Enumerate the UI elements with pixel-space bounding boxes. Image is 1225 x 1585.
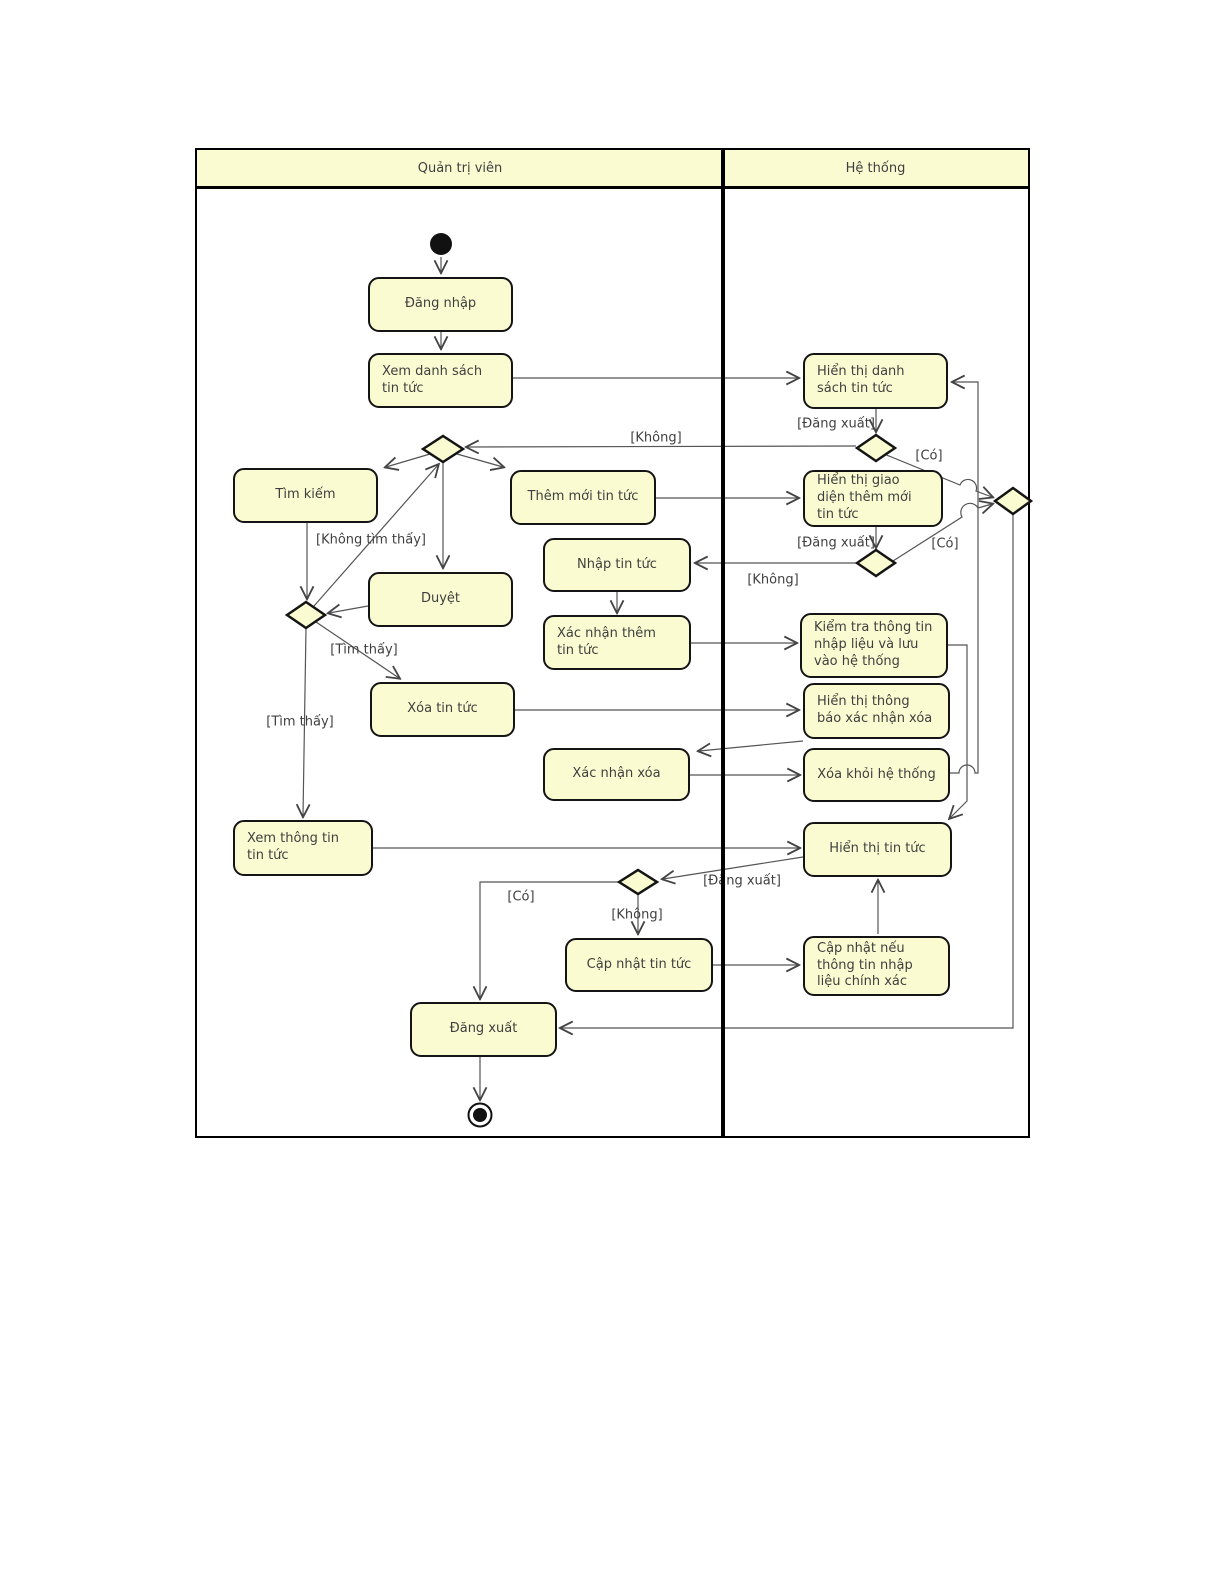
guard-dang-xuat-1: [Đăng xuất] [797,416,875,432]
guard-khong-1: [Không] [630,430,682,446]
decision-main-menu[interactable] [420,434,466,464]
edge-d5-co-to-dangxuat [480,881,619,998]
edge-d4-timthay-to-xoatintuc [315,621,399,678]
activity-label: Đăng xuất [449,1021,518,1037]
activity-label: Hiển thị giao diện thêm mới tin tức [817,473,912,522]
activity-xem-thong-tin[interactable]: Xem thông tin tin tức [233,820,373,876]
guard-co-3: [Có] [507,889,535,905]
activity-kiem-tra[interactable]: Kiểm tra thông tin nhập liệu và lưu vào … [800,613,948,678]
start-node[interactable] [430,233,452,255]
edge-kiemtra-to-hienthitintuc [948,644,968,818]
activity-label: Xác nhận xóa [572,766,661,782]
activity-label: Xóa tin tức [407,701,478,717]
guard-khong-tim-thay: [Không tìm thấy] [316,532,426,548]
swimlane-header: Quản trị viên Hệ thống [195,148,1030,189]
guard-khong-3: [Không] [611,907,663,923]
edge-duyet-to-d4 [329,606,369,613]
activity-duyet[interactable]: Duyệt [368,572,513,627]
activity-label: Tìm kiếm [275,487,336,503]
lane-divider [721,148,725,1138]
activity-nhap-tin-tuc[interactable]: Nhập tin tức [543,538,691,592]
edge-merge-to-dangxuat [561,514,1014,1028]
activity-label: Kiểm tra thông tin nhập liệu và lưu vào … [814,620,933,669]
activity-hien-thi-danh-sach[interactable]: Hiển thị danh sách tin tức [803,353,948,409]
edge-d1-co-to-merge [883,453,992,497]
activity-label: Nhập tin tức [577,556,657,572]
activity-label: Duyệt [420,591,461,607]
guard-khong-2: [Không] [747,572,799,588]
activity-xoa-tin-tuc[interactable]: Xóa tin tức [370,682,515,737]
edge-thongbao-to-xacnhanxoa [699,740,804,751]
decision-after-view[interactable] [616,868,660,896]
edge-d1-khong-to-d2 [467,446,857,447]
activity-cap-nhat[interactable]: Cập nhật tin tức [565,938,713,992]
guard-tim-thay-2: [Tìm thấy] [266,714,334,730]
activity-hien-thi-giao-dien[interactable]: Hiển thị giao diện thêm mới tin tức [803,470,943,527]
activity-label: Hiển thị tin tức [829,841,926,857]
activity-label: Cập nhật tin tức [586,956,692,972]
activity-cap-nhat-neu[interactable]: Cập nhật nếu thông tin nhập liệu chính x… [803,936,950,996]
activity-xac-nhan-them[interactable]: Xác nhận thêm tin tức [543,615,691,670]
edge-d3-co-to-merge [892,503,992,562]
edge-xoakhoi-to-hienthidanhsach [950,382,979,774]
activity-label: Hiển thị danh sách tin tức [817,364,905,396]
edge-d2-to-themmoi [456,453,503,467]
lane-title-system: Hệ thống [845,160,906,176]
guard-dang-xuat-2: [Đăng xuất] [797,535,875,551]
end-node-core [473,1108,487,1122]
activity-hien-thi-tin-tuc[interactable]: Hiển thị tin tức [803,822,952,877]
activity-xem-danh-sach[interactable]: Xem danh sách tin tức [368,353,513,408]
activity-label: Xác nhận thêm tin tức [557,625,656,658]
guard-dang-xuat-3: [Đăng xuất] [703,873,781,889]
activity-label: Cập nhật nếu thông tin nhập liệu chính x… [817,940,913,990]
activity-them-moi[interactable]: Thêm mới tin tức [510,470,656,525]
activity-label: Xem danh sách tin tức [382,363,483,396]
activity-label: Đăng nhập [404,296,477,312]
decision-after-list[interactable] [854,433,898,463]
edge-hienthitintuc-to-d5 [663,856,804,879]
activity-label: Thêm mới tin tức [527,489,639,505]
activity-xac-nhan-xoa[interactable]: Xác nhận xóa [543,748,690,801]
activity-dang-xuat[interactable]: Đăng xuất [410,1002,557,1057]
guard-co-1: [Có] [915,448,943,464]
edge-d4-khongtimthay-to-d2 [313,465,438,607]
activity-hien-thi-thong-bao[interactable]: Hiển thị thông báo xác nhận xóa [803,683,950,739]
activity-label: Xem thông tin tin tức [247,831,339,863]
decision-search-found[interactable] [284,600,328,630]
lane-title-admin: Quản trị viên [417,160,503,176]
merge-logout[interactable] [992,486,1034,516]
guard-tim-thay-1: [Tìm thấy] [330,642,398,658]
activity-tim-kiem[interactable]: Tìm kiếm [233,468,378,523]
guard-co-2: [Có] [931,536,959,552]
edge-d4-timthay-to-xemthongtin [303,627,306,816]
activity-xoa-khoi[interactable]: Xóa khỏi hệ thống [803,748,950,802]
edge-d2-to-timkiem [386,453,431,467]
decision-after-add-ui[interactable] [854,548,898,578]
activity-label: Xóa khỏi hệ thống [817,766,936,782]
activity-dang-nhap[interactable]: Đăng nhập [368,277,513,332]
activity-label: Hiển thị thông báo xác nhận xóa [817,694,933,726]
